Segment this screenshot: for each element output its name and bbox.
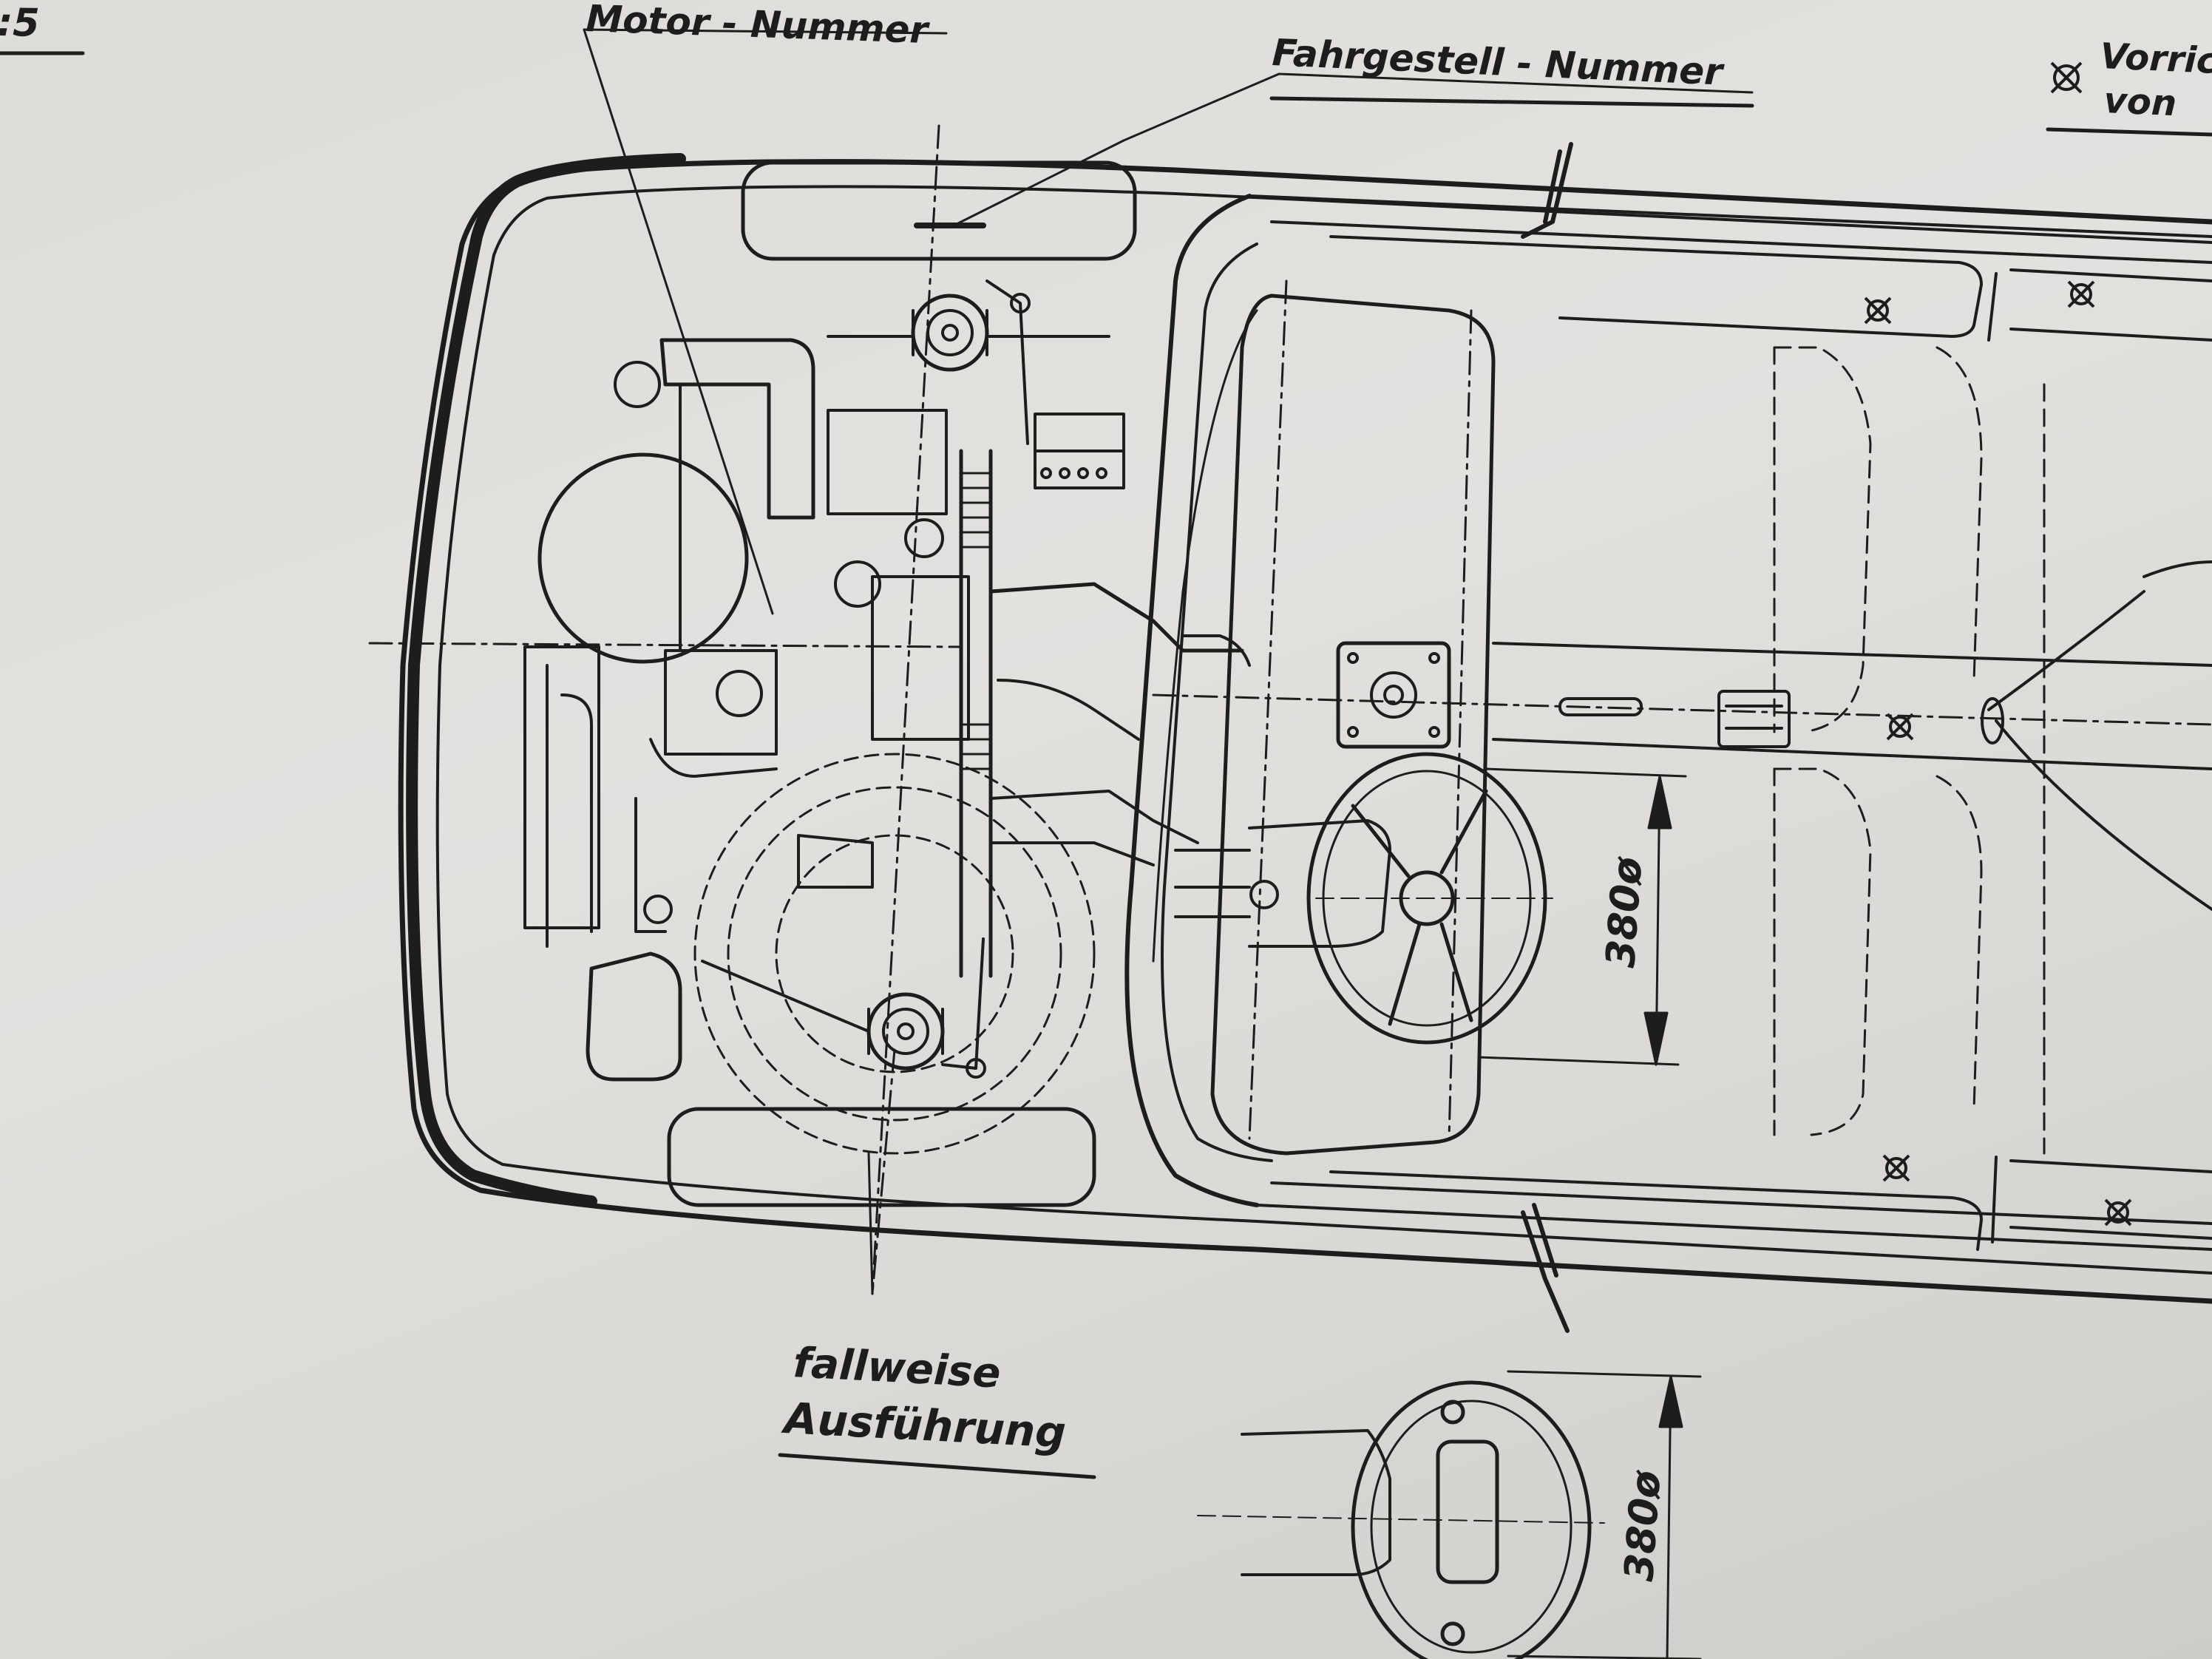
- pedal-box: [1174, 819, 1391, 948]
- windshield-frame: [1124, 194, 1496, 1207]
- crossed-circle-icon: [1864, 61, 2132, 1227]
- device-label-line1: Vorric: [2099, 35, 2212, 82]
- chassis-number-label: Fahrgestell - Nummer: [1271, 31, 1726, 94]
- steering-wheel-alt: [1197, 1370, 1702, 1659]
- front-wheel-arches: [667, 160, 1137, 1207]
- front-bumper: [406, 153, 686, 1207]
- center-tunnel: [1336, 560, 2212, 911]
- dimension-line-main: [1477, 767, 1687, 1066]
- leader-lines: [583, 28, 1754, 1295]
- engine-compartment: [523, 279, 1251, 1082]
- device-label-line2: von: [2103, 80, 2177, 124]
- optional-version-line2: Ausführung: [780, 1393, 1067, 1458]
- optional-version-line1: fallweise: [792, 1339, 1002, 1398]
- steering-wheel: [1306, 752, 1553, 1045]
- motor-number-label: Motor - Nummer: [586, 0, 932, 52]
- wheel-diameter-main: 380ø: [1597, 855, 1651, 969]
- side-rails: [1248, 194, 2212, 1251]
- interior-seats: [1773, 346, 2046, 1155]
- side-mirrors: [1521, 142, 1573, 1333]
- scale-fragment: 1:5: [0, 0, 40, 46]
- wheel-diameter-alt: 380ø: [1615, 1468, 1669, 1583]
- car-body-outline: [398, 159, 2212, 1304]
- label-underlines: [0, 51, 2212, 1479]
- dashboard-lines: [368, 124, 2212, 1295]
- front-wheel-outline: [693, 753, 1096, 1155]
